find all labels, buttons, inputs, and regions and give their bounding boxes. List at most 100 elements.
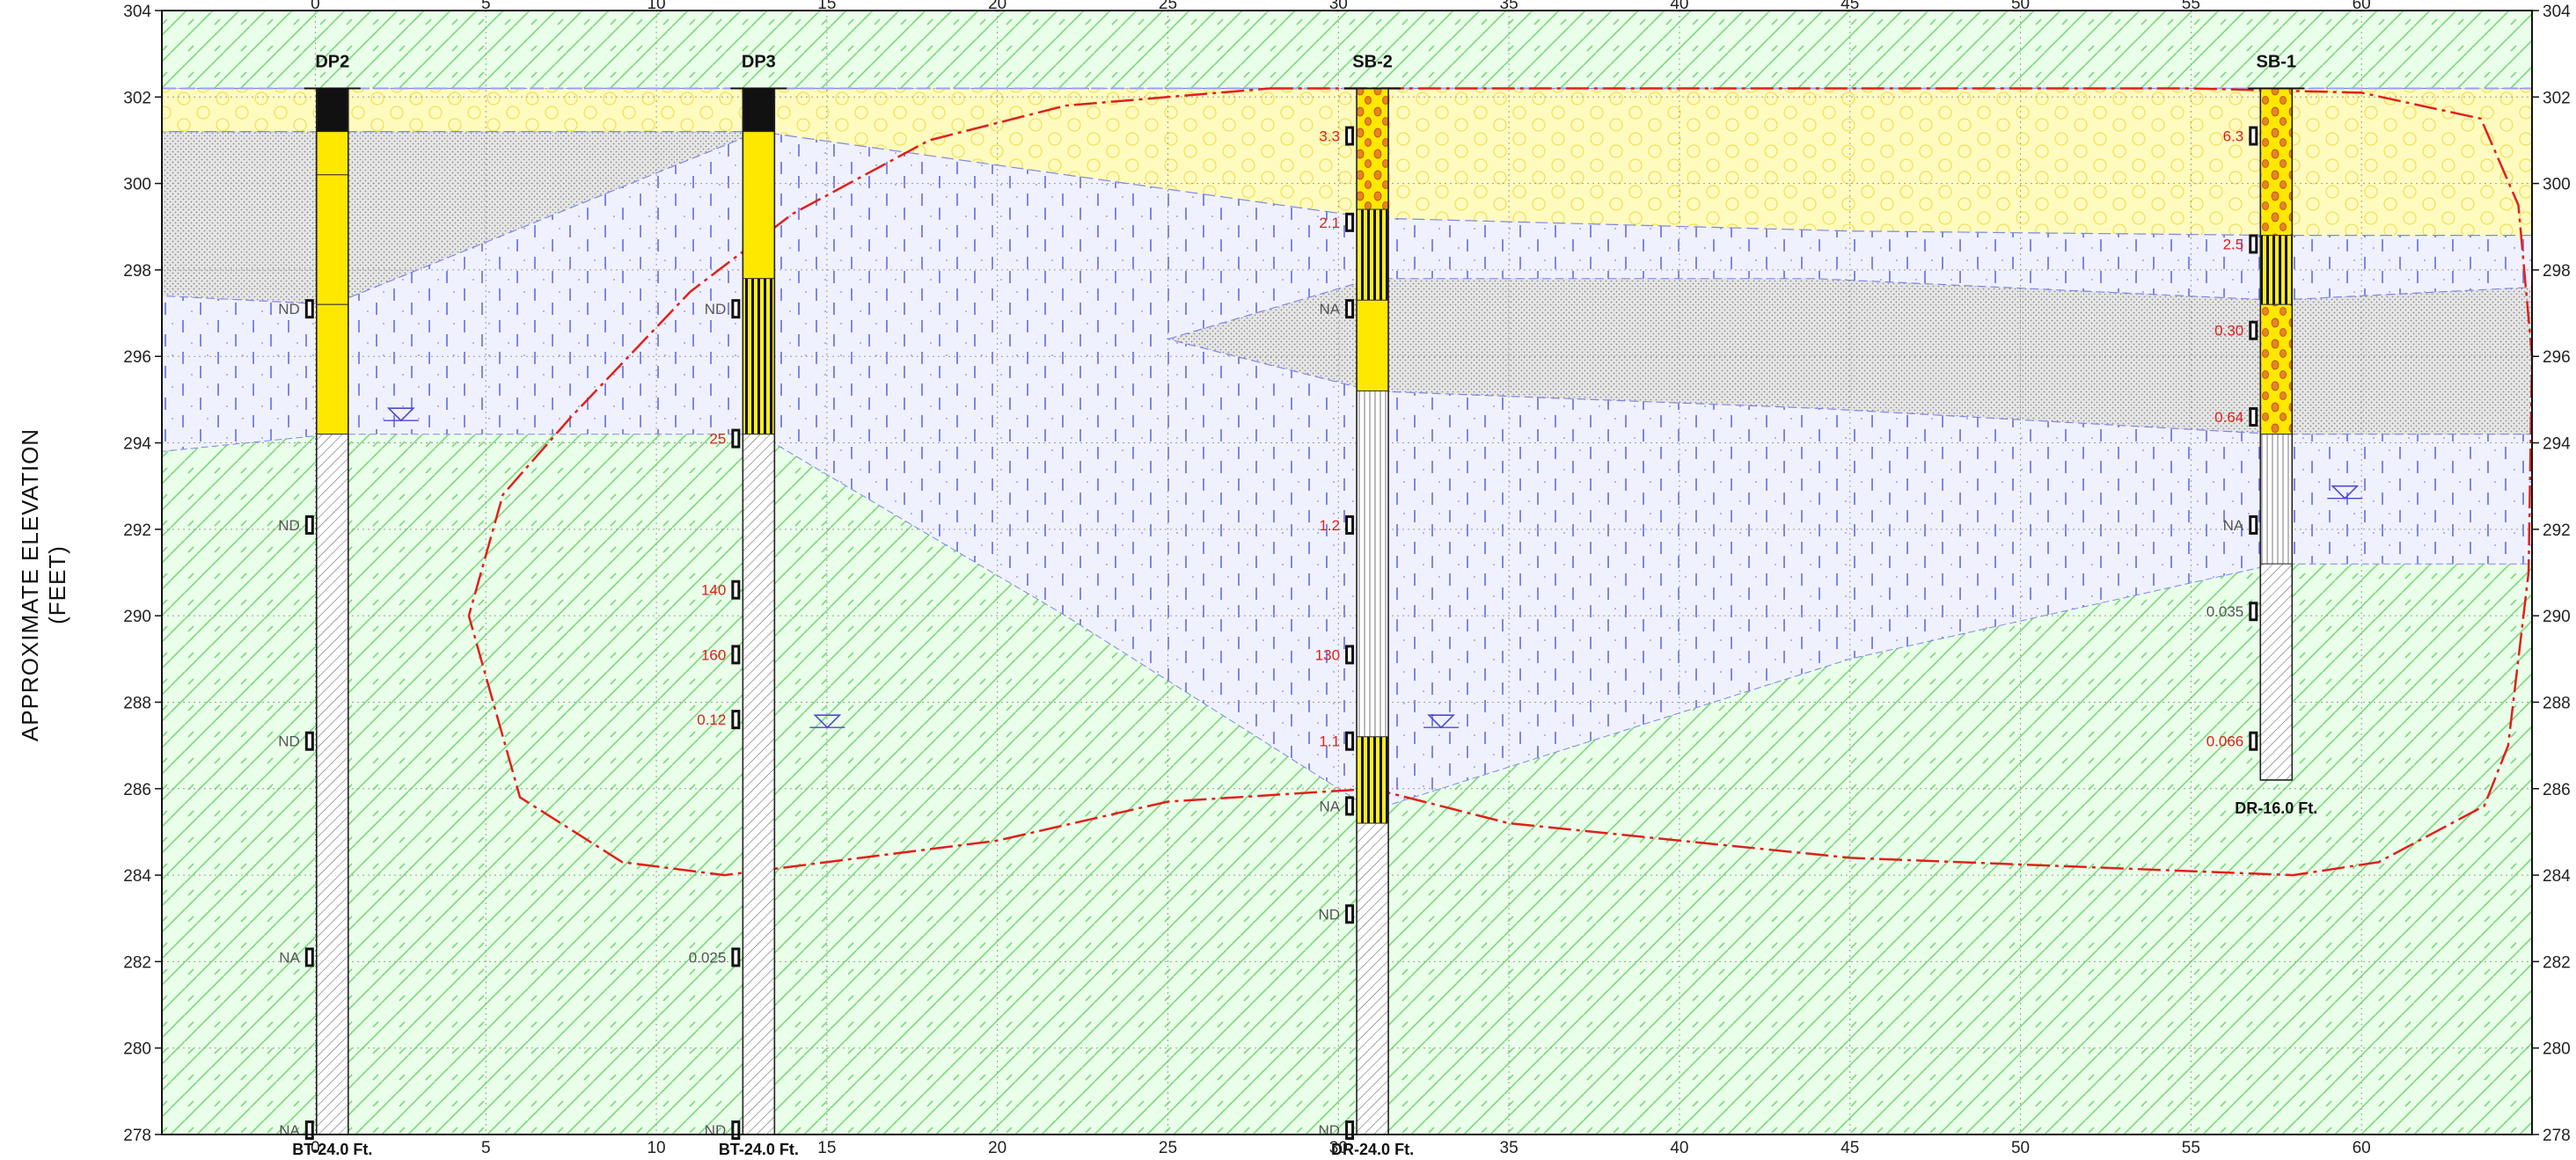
boring-log-segment [1356,208,1389,301]
x-tick-label-top: 0 [311,0,320,13]
sample-label: NA [2223,517,2244,534]
x-tick-label-bottom: 60 [2353,1139,2371,1157]
sample-marker-core [307,1123,311,1138]
y-tick-label: 300 [123,176,151,194]
sample-label: 160 [701,646,726,663]
soil-layers [162,11,2532,1134]
sample-label: NA [279,1122,300,1139]
sample-marker-core [1348,128,1352,143]
y-tick-label-right: 284 [2543,867,2571,886]
sample-label: ND [705,301,727,317]
sample-label: ND [705,1122,727,1139]
boring-log-segment [1356,299,1389,392]
sample-label: ND [1319,906,1341,923]
sample-marker-core [2251,604,2256,619]
boring-log-segment [1356,822,1389,1135]
y-tick-label: 288 [123,694,151,712]
x-tick-label-bottom: 20 [988,1139,1006,1157]
y-tick-label-right: 304 [2543,3,2571,21]
y-tick-label: 292 [123,522,151,540]
sample-marker-core [734,647,738,662]
sample-label: 140 [701,582,726,599]
y-tick-label: 286 [123,781,151,799]
y-tick-label-right: 278 [2543,1127,2571,1145]
x-tick-label-bottom: 40 [1670,1139,1688,1157]
sample-label: 2.5 [2223,236,2244,252]
sample-label: 2.1 [1319,215,1340,231]
x-tick-label-bottom: 5 [481,1139,491,1157]
x-tick-label-top: 10 [647,0,665,13]
x-tick-label-top: 55 [2182,0,2200,13]
sample-label: NA [1319,798,1340,814]
x-tick-label-bottom: 30 [1329,1139,1348,1157]
sample-marker-core [1348,907,1352,922]
sample-marker-core [734,582,738,597]
x-tick-label-bottom: 15 [817,1139,836,1157]
sample-label: 0.035 [2206,603,2244,620]
x-tick-label-bottom: 25 [1159,1139,1177,1157]
x-tick-label-top: 60 [2353,0,2371,13]
y-tick-label-right: 302 [2543,89,2571,107]
boring-log-segment [1356,736,1389,824]
x-tick-label-top: 20 [988,0,1006,13]
sample-label: 25 [709,431,726,448]
sample-marker-core [734,950,738,965]
x-tick-label-top: 15 [817,0,836,13]
y-tick-label: 302 [123,89,151,107]
x-tick-label-top: 45 [1841,0,1859,13]
sample-label: NA [279,949,300,966]
y-tick-label-right: 290 [2543,608,2571,626]
x-tick-label-bottom: 10 [647,1139,665,1157]
boring-log-segment [742,131,775,280]
boring-log-segment [1356,390,1389,738]
boring-sb-1: SB-1DR-16.0 Ft.6.32.50.300.64NA0.0350.06… [2206,52,2363,817]
y-tick-label-right: 280 [2543,1040,2571,1059]
y-tick-label-right: 286 [2543,781,2571,799]
water-level-marker [386,407,415,422]
sample-label: 130 [1315,646,1340,663]
y-tick-label-right: 294 [2543,435,2571,454]
boring-log-segment [2259,434,2293,565]
sample-marker-core [734,712,738,727]
sample-label: ND [278,733,300,750]
sample-marker-core [2251,733,2256,748]
x-tick-label-bottom: 45 [1841,1139,1859,1157]
y-tick-label: 282 [123,953,151,972]
plot-frame [161,10,2533,1135]
boring-log-segment [2259,235,2293,305]
sample-label: 0.12 [697,711,726,728]
boring-log-segment [316,87,349,133]
y-tick-label: 296 [123,348,151,367]
boring-footer: DR-24.0 Ft. [1331,1141,1414,1158]
x-tick-label-bottom: 35 [1500,1139,1519,1157]
boring-log-segment [742,87,775,133]
y-tick-label: 280 [123,1040,151,1059]
sample-marker-core [307,517,311,532]
sample-label: 0.64 [2214,409,2243,426]
sample-marker-core [2251,410,2256,425]
sample-label: ND [1319,1122,1341,1139]
sample-label: 1.2 [1319,517,1340,534]
sample-marker-core [307,302,311,317]
water-level-marker [2331,485,2360,500]
boring-log-segment [2259,563,2293,781]
sample-label: 0.30 [2214,323,2243,339]
x-tick-label-top: 35 [1500,0,1519,13]
y-tick-label-right: 292 [2543,522,2571,540]
sample-label: 6.3 [2223,128,2244,145]
boring-log-segment [316,434,349,1135]
sample-marker-core [2251,128,2256,143]
sample-marker-core [1348,1123,1352,1138]
y-tick-label-right: 296 [2543,348,2571,367]
sample-marker-core [1348,733,1352,748]
x-tick-label-bottom: 0 [311,1139,320,1157]
boring-log-segment [316,174,349,305]
sample-marker-core [307,733,311,748]
sample-marker-core [307,950,311,965]
sample-marker-core [734,431,738,446]
y-tick-label-right: 288 [2543,694,2571,712]
sample-marker-core [1348,215,1352,230]
sample-marker-core [1348,799,1352,813]
